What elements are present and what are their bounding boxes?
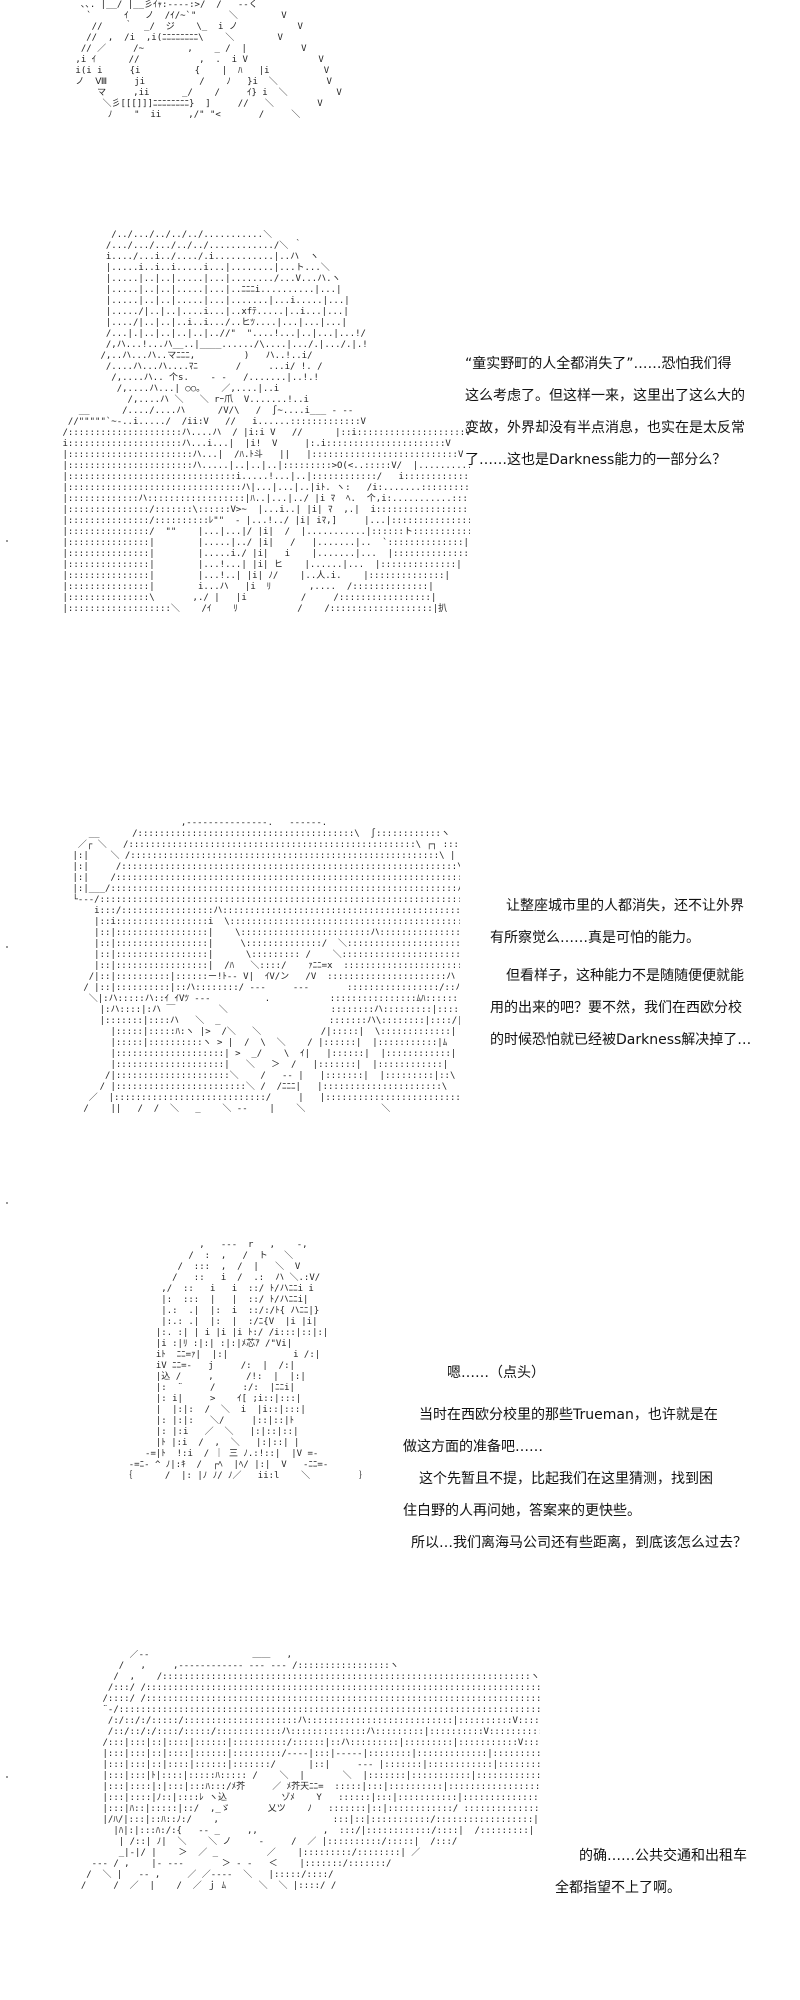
ascii-art-panel-1: ､､. |__/ |__彡ｲｬ:‐‐‐‐:>/ / ‐‐く ` ｲ ノ /ｲ/~… <box>75 0 342 120</box>
ascii-art-panel-5: ／‐‐ ＿＿ , / , ,‐‐‐‐‐‐‐‐‐‐‐‐ ‐‐‐ ‐‐‐ /::::… <box>80 1650 540 1891</box>
dialogue-line: 这个先暂且不提，比起我们在这里猜测，找到困 <box>419 1471 713 1487</box>
dialogue-line: 所以…我们离海马公司还有些距离，到底该怎么过去？ <box>411 1535 747 1551</box>
dialogue-line: 当时在西欧分校里的那些Trueman，也许就是在 <box>419 1407 718 1423</box>
margin-dot <box>6 946 8 948</box>
dialogue-line: 全都指望不上了啊。 <box>555 1880 681 1896</box>
dialogue-line: 但看样子，这种能力不是随随便便就能 <box>506 968 744 984</box>
ascii-art-panel-3: ,‐‐‐‐‐‐‐‐‐‐‐‐‐‐‐. ‐‐‐‐‐‐. __ /::::::::::… <box>72 818 461 1114</box>
dialogue-panel-2: “童实野町的人全都消失了”……恐怕我们得 这么考虑了。但这样一来，这里出了这么大… <box>465 348 745 476</box>
margin-dot <box>6 1202 8 1204</box>
dialogue-line: 让整座城市里的人都消失，还不让外界 <box>506 898 744 914</box>
dialogue-line: 的确……公共交通和出租车 <box>579 1848 747 1864</box>
dialogue-line: “童实野町的人全都消失了”……恐怕我们得 <box>465 356 732 372</box>
dialogue-line: 的时候恐怕就已经被Darkness解决掉了… <box>490 1032 752 1048</box>
dialogue-line: 有所察觉么……真是可怕的能力。 <box>490 930 700 946</box>
dialogue-line: 做这方面的准备吧…… <box>403 1439 543 1455</box>
ascii-art-panel-4: , ‐‐‐ r , ‐, / : , / ト ＼ / ::: , / | ＼ V… <box>123 1240 368 1481</box>
dialogue-line: 了……这也是Darkness能力的一部分么？ <box>465 452 727 468</box>
dialogue-panel-3: 让整座城市里的人都消失，还不让外界 有所察觉么……真是可怕的能力。 但看样子，这… <box>490 890 751 1056</box>
dialogue-line: 用的出来的吧？要不然，我们在西欧分校 <box>490 1000 742 1016</box>
dialogue-panel-4: 嗯……（点头） 当时在西欧分校里的那些Trueman，也许就是在 做这方面的准备… <box>403 1357 747 1559</box>
margin-dot <box>6 540 8 542</box>
dialogue-panel-5: 的确……公共交通和出租车 全都指望不上了啊。 <box>555 1840 747 1904</box>
margin-dot <box>6 1776 8 1778</box>
ascii-art-panel-2: /../.../../../../...........＼ /.../.../.… <box>62 230 471 614</box>
dialogue-line: 这么考虑了。但这样一来，这里出了这么大的 <box>465 388 745 404</box>
dialogue-line: 嗯……（点头） <box>447 1365 545 1381</box>
dialogue-line: 变故，外界却没有半点消息，也实在是太反常 <box>465 420 745 436</box>
dialogue-line: 住白野的人再问她，答案来的更快些。 <box>403 1503 641 1519</box>
